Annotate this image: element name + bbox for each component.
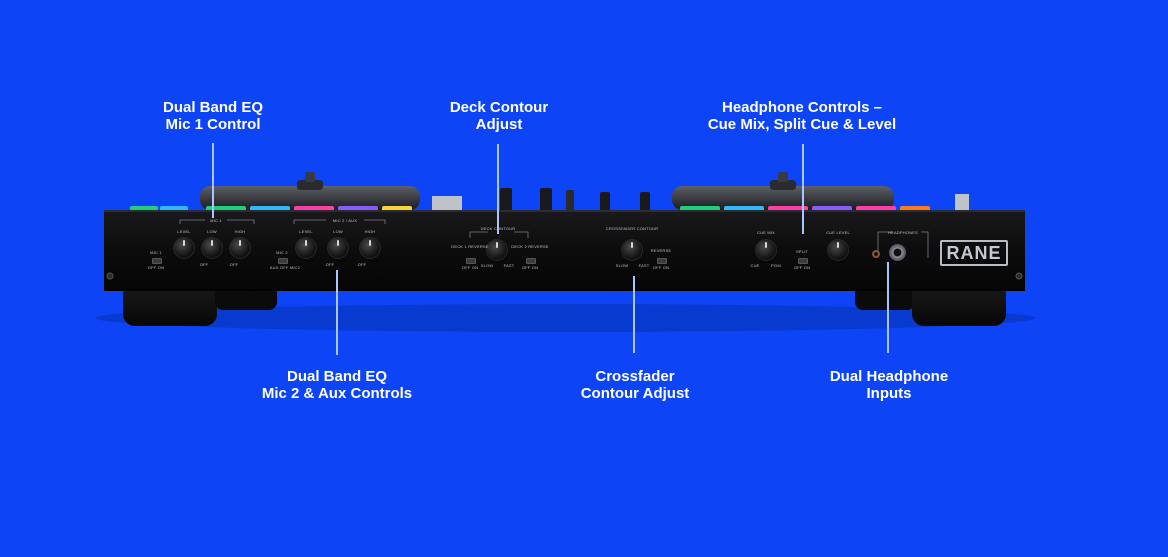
- crossfader-reverse-label: REVERSE: [650, 248, 672, 253]
- cue-mix-pgm: PGM: [771, 263, 781, 268]
- screw-left: [106, 272, 114, 280]
- mic1-switch-positions: OFF ON: [147, 265, 165, 270]
- callout-deck-contour-line2: Adjust: [475, 116, 523, 133]
- callout-crossfader-line1: Crossfader: [595, 368, 675, 385]
- mic2-low-off: OFF: [325, 262, 335, 267]
- mixer-top: [432, 188, 969, 212]
- crossfader-contour-knob[interactable]: [622, 240, 642, 260]
- crossfader-switch-positions: OFF ON: [652, 265, 670, 270]
- mic2-low-knob[interactable]: [328, 238, 348, 258]
- deck1-reverse-label: DECK 1 REVERSE: [451, 244, 489, 249]
- callout-headphone-inputs: Dual Headphone Inputs: [830, 368, 948, 402]
- rane-logo: RANE: [940, 240, 1008, 266]
- callout-crossfader-line2: Contour Adjust: [580, 385, 690, 402]
- callout-eq-mic2: Dual Band EQ Mic 2 & Aux Controls: [262, 368, 412, 402]
- mic2-level-label: LEVEL: [299, 229, 313, 234]
- cue-mix-cue: CUE: [750, 263, 760, 268]
- mic2-high-label: HIGH: [364, 229, 376, 234]
- cue-level-label: CUE LEVEL: [826, 230, 850, 235]
- deck-contour-knob[interactable]: [487, 240, 507, 260]
- callout-deck-contour: Deck Contour Adjust: [450, 99, 548, 133]
- mic2-switch[interactable]: [278, 258, 288, 264]
- callout-headphone-inputs-line1: Dual Headphone: [829, 368, 949, 385]
- callout-eq-mic2-line2: Mic 2 & Aux Controls: [261, 385, 413, 402]
- mic1-level-label: LEVEL: [177, 229, 191, 234]
- crossfader-reverse-switch[interactable]: [657, 258, 667, 264]
- screw-right: [1015, 272, 1023, 280]
- callout-headphone-controls-line1: Headphone Controls –: [721, 99, 882, 116]
- device-shadow: [95, 304, 1035, 332]
- headphone-jack-small[interactable]: [872, 250, 880, 258]
- deck-contour-fast: FAST: [503, 263, 515, 268]
- crossfader-slow: SLOW: [615, 263, 629, 268]
- mic2-high-knob[interactable]: [360, 238, 380, 258]
- mic1-level-knob[interactable]: [174, 238, 194, 258]
- left-platter: [200, 172, 420, 210]
- deck2-reverse-label: DECK 2 REVERSE: [511, 244, 549, 249]
- cue-mix-label: CUE MIX: [756, 230, 776, 235]
- mic1-low-knob[interactable]: [202, 238, 222, 258]
- mic1-low-off: OFF: [199, 262, 209, 267]
- deck-contour-label: DECK CONTOUR: [480, 226, 516, 231]
- callout-headphone-inputs-line2: Inputs: [866, 385, 912, 402]
- callout-headphone-controls-line2: Cue Mix, Split Cue & Level: [707, 116, 897, 133]
- deck1-reverse-switch[interactable]: [466, 258, 476, 264]
- mic1-switch[interactable]: [152, 258, 162, 264]
- mic2-switch-positions: AUX OFF MIC2: [269, 265, 301, 270]
- mic2-low-label: LOW: [333, 229, 343, 234]
- front-panel: [104, 210, 1025, 291]
- callout-eq-mic2-line1: Dual Band EQ: [286, 368, 388, 385]
- mic2-section-label: MIC 2 / AUX: [332, 218, 358, 223]
- split-label: SPLIT: [795, 249, 809, 254]
- mic1-switch-label: MIC 1: [150, 250, 162, 255]
- split-positions: OFF ON: [793, 265, 811, 270]
- mic1-high-off: OFF: [229, 262, 239, 267]
- mic2-switch-label: MIC 2: [276, 250, 288, 255]
- mic2-level-knob[interactable]: [296, 238, 316, 258]
- callout-eq-mic1-line1: Dual Band EQ: [162, 99, 264, 116]
- mic2-high-off: OFF: [357, 262, 367, 267]
- deck2-reverse-switch[interactable]: [526, 258, 536, 264]
- crossfader-fast: FAST: [638, 263, 650, 268]
- mic1-section-label: MIC 1: [210, 218, 222, 223]
- deck-contour-slow: SLOW: [480, 263, 494, 268]
- mic1-high-knob[interactable]: [230, 238, 250, 258]
- callout-headphone-controls: Headphone Controls – Cue Mix, Split Cue …: [708, 99, 896, 133]
- split-switch[interactable]: [798, 258, 808, 264]
- deck1-switch-positions: OFF ON: [461, 265, 479, 270]
- cue-level-knob[interactable]: [828, 240, 848, 260]
- cue-mix-knob[interactable]: [756, 240, 776, 260]
- callout-eq-mic1-line2: Mic 1 Control: [165, 116, 261, 133]
- crossfader-contour-label: CROSSFADER CONTOUR: [605, 226, 659, 231]
- callout-eq-mic1: Dual Band EQ Mic 1 Control: [163, 99, 263, 133]
- headphone-jack-large[interactable]: [889, 244, 906, 261]
- mic1-high-label: HIGH: [234, 229, 246, 234]
- headphones-label: HEADPHONES: [887, 230, 919, 235]
- right-platter: [672, 172, 894, 210]
- mic1-low-label: LOW: [207, 229, 217, 234]
- callout-crossfader: Crossfader Contour Adjust: [581, 368, 690, 402]
- callout-deck-contour-line1: Deck Contour: [449, 99, 549, 116]
- deck2-switch-positions: OFF ON: [521, 265, 539, 270]
